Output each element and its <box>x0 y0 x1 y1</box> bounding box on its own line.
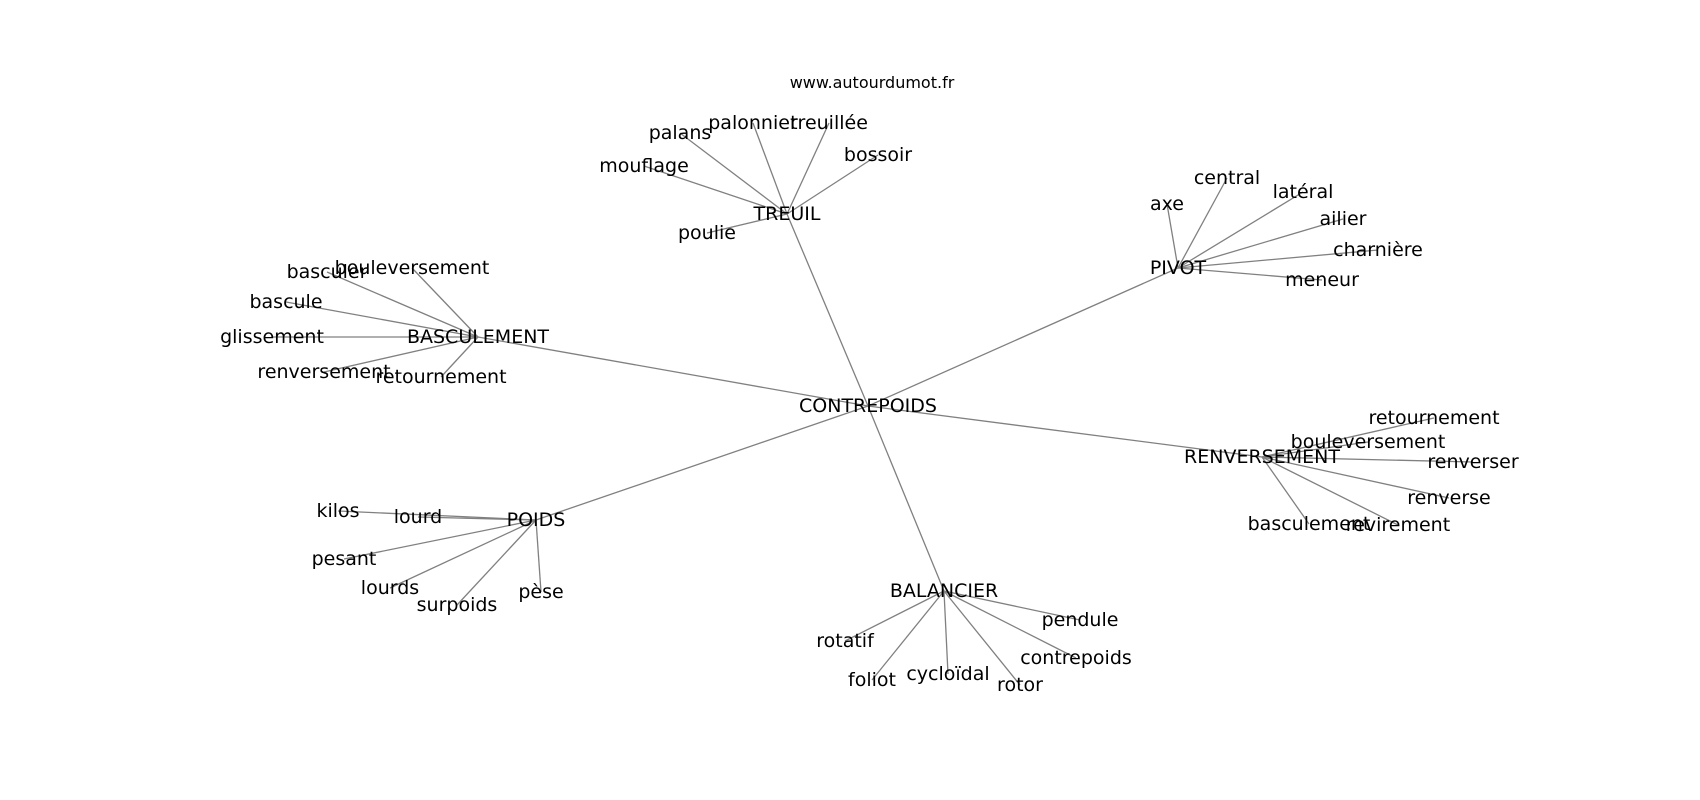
edge-treuil-palans <box>679 132 788 215</box>
edge-pivot-charniere <box>1177 249 1379 269</box>
edge-poids-kilos <box>337 510 537 521</box>
edge-center-renversement <box>867 405 1263 458</box>
node-word-bouleversement: bouleversement <box>335 257 490 279</box>
edge-poids-lourd <box>417 516 537 521</box>
edge-pivot-central <box>1177 177 1228 269</box>
edge-treuil-bossoir <box>786 154 879 215</box>
node-hub-balancier: BALANCIER <box>890 580 998 602</box>
node-word-contrepoids: contrepoids <box>1020 647 1132 669</box>
edge-poids-pese <box>535 519 542 593</box>
edge-renversement-revirement <box>1261 456 1399 526</box>
node-center-contrepoids: CONTREPOIDS <box>799 395 937 417</box>
edge-center-pivot <box>867 267 1179 407</box>
edge-basculement-basculer <box>326 271 479 338</box>
node-word-surpoids: surpoids <box>417 594 498 616</box>
node-word-mouflage: mouflage <box>599 155 689 177</box>
node-word-charniere: charnière <box>1333 239 1423 261</box>
node-hub-basculement: BASCULEMENT <box>407 326 549 348</box>
edge-balancier-contrepoids <box>943 590 1077 659</box>
node-word-bossoir: bossoir <box>844 144 912 166</box>
edge-treuil-poulie <box>706 213 788 234</box>
graph-edges <box>272 122 1474 686</box>
edge-basculement-bouleversement <box>411 267 479 338</box>
node-word-basculer: basculer <box>287 261 368 283</box>
node-word-poulie: poulie <box>678 222 736 244</box>
node-word-bascule: bascule <box>249 291 322 313</box>
edge-pivot-ailier <box>1177 218 1344 269</box>
node-word-cycloidal: cycloïdal <box>906 663 989 685</box>
node-word-lateral: latéral <box>1273 181 1334 203</box>
node-word-meneur: meneur <box>1285 269 1359 291</box>
edge-renversement-retournement <box>1261 417 1435 458</box>
edge-balancier-foliot <box>871 590 945 681</box>
edge-pivot-axe <box>1166 203 1179 269</box>
node-word-glissement: glissement <box>220 326 324 348</box>
node-word-lourds: lourds <box>361 577 419 599</box>
node-word-foliot: foliot <box>848 669 896 691</box>
edge-renversement-basculement <box>1261 456 1310 525</box>
node-hub-renversement: RENVERSEMENT <box>1184 446 1340 468</box>
node-word-axe: axe <box>1150 193 1184 215</box>
edge-treuil-palonnier <box>752 122 788 215</box>
node-word-pesant: pesant <box>312 548 377 570</box>
node-word-rotor: rotor <box>997 674 1043 696</box>
node-word-retournement: retournement <box>375 366 506 388</box>
edge-pivot-meneur <box>1177 267 1323 281</box>
node-word-basculement: basculement <box>1248 513 1371 535</box>
node-word-lourd: lourd <box>394 506 442 528</box>
node-word-retournement: retournement <box>1368 407 1499 429</box>
edge-renversement-renverser <box>1261 456 1474 463</box>
node-hub-pivot: PIVOT <box>1150 257 1207 279</box>
node-hub-treuil: TREUIL <box>753 203 821 225</box>
node-word-renversement: renversement <box>257 361 390 383</box>
node-word-pese: pèse <box>518 581 563 603</box>
edge-renversement-bouleversement <box>1261 441 1369 458</box>
edge-basculement-renversement <box>323 336 479 373</box>
edge-treuil-treuillee <box>786 122 830 215</box>
edge-pivot-lateral <box>1177 191 1304 269</box>
node-word-treuillee: treuillée <box>790 112 868 134</box>
edge-balancier-cycloidal <box>943 590 949 675</box>
node-word-revirement: revirement <box>1346 514 1450 536</box>
edge-treuil-mouflage <box>643 165 788 215</box>
edge-center-poids <box>535 405 869 521</box>
site-watermark: www.autourdumot.fr <box>790 73 955 92</box>
node-word-renverse: renverse <box>1407 487 1490 509</box>
node-word-renverser: renverser <box>1427 451 1518 473</box>
edge-balancier-rotatif <box>844 590 945 642</box>
node-word-pendule: pendule <box>1042 609 1119 631</box>
node-word-palonnier: palonnier <box>708 112 798 134</box>
edge-basculement-retournement <box>440 336 479 378</box>
node-word-palans: palans <box>649 122 712 144</box>
edge-center-basculement <box>477 336 869 407</box>
edge-poids-surpoids <box>456 519 537 606</box>
edge-balancier-pendule <box>943 590 1081 621</box>
node-word-rotatif: rotatif <box>816 630 875 652</box>
edge-center-treuil <box>786 213 869 407</box>
edge-balancier-rotor <box>943 590 1021 686</box>
edge-renversement-renverse <box>1261 456 1450 499</box>
node-word-central: central <box>1194 167 1260 189</box>
node-hub-poids: POIDS <box>507 509 566 531</box>
node-word-bouleversement: bouleversement <box>1291 431 1446 453</box>
node-word-kilos: kilos <box>316 500 359 522</box>
edge-poids-lourds <box>389 519 537 589</box>
edge-center-balancier <box>867 405 945 592</box>
edge-poids-pesant <box>343 519 537 560</box>
node-word-ailier: ailier <box>1320 208 1367 230</box>
edge-basculement-bascule <box>285 301 479 338</box>
